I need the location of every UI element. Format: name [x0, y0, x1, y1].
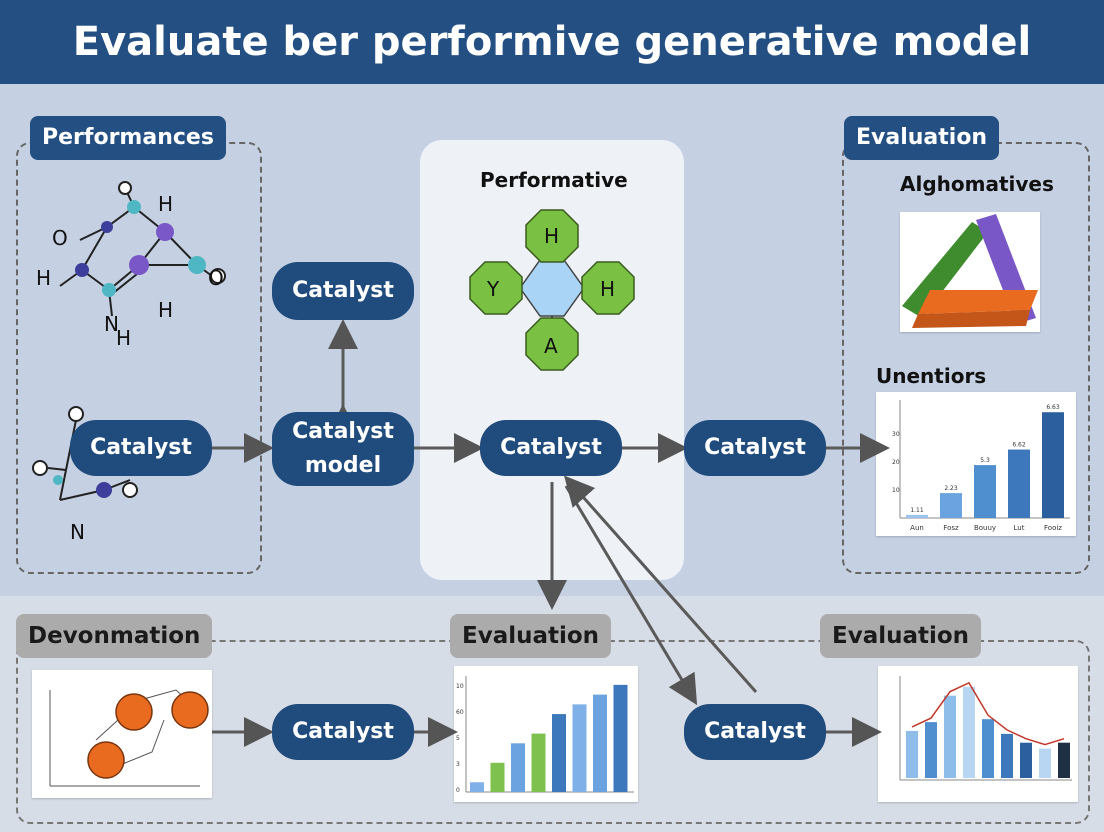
unentiors-bar-value: 5.3: [980, 457, 990, 464]
unentiors-bar-value: 2.23: [944, 485, 958, 492]
eval-bar: [572, 704, 587, 792]
eval-bar: [470, 782, 484, 792]
performances-label: Performances: [30, 116, 226, 160]
eval-trend-line: [911, 681, 1065, 746]
hub-node-label: H: [600, 277, 616, 301]
eval-bar: [613, 684, 628, 792]
hub-node-label: A: [544, 334, 558, 358]
unentiors-category-label: Aun: [910, 524, 924, 532]
catalyst-upper-node[interactable]: Catalyst: [272, 262, 414, 320]
page-title: Evaluate ber performive generative model: [0, 0, 1104, 84]
evaluation-label-mid: Evaluation: [450, 614, 612, 658]
unentiors-category-label: Lut: [1014, 524, 1025, 532]
eval-bar: [490, 762, 505, 792]
unentiors-bar: [940, 493, 962, 518]
triangle-logo: [902, 214, 1038, 328]
eval-line-bar: [1020, 742, 1032, 778]
unentiors-category-label: Bouuy: [974, 524, 996, 532]
unentiors-category-label: Fooiz: [1044, 524, 1062, 532]
performative-hub: [469, 209, 635, 371]
hub-node-label: H: [544, 224, 560, 248]
hub-node-label: Y: [487, 277, 500, 301]
eval-bars: 0 3 5 60 10: [456, 683, 628, 794]
eval-line-axes: [899, 676, 1072, 781]
orange-node-2: [171, 691, 209, 729]
molecule-top-atoms: [75, 181, 226, 297]
eval-bar: [531, 733, 546, 792]
eval-ytick: 3: [456, 761, 460, 768]
atom-label: H: [116, 326, 132, 350]
eval-bar: [552, 714, 566, 792]
eval-line-bars: [906, 681, 1070, 778]
unentiors-heading: Unentiors: [876, 364, 987, 388]
catalyst-bottom-right-node[interactable]: Catalyst: [684, 704, 826, 760]
evaluation-bar-chart-card: [454, 666, 638, 802]
unentiors-ytick: 10: [892, 487, 900, 494]
alghomatives-heading: Alghomatives: [900, 172, 1054, 196]
unentiors-bar: [1008, 449, 1030, 518]
eval-ytick: 5: [456, 735, 460, 742]
unentiors-ytick: 30: [892, 431, 900, 438]
eval-line-bar: [1039, 748, 1051, 778]
eval-ytick: 10: [456, 683, 464, 690]
devonmation-chart-card: [32, 670, 212, 798]
eval-line-bar: [1001, 733, 1013, 778]
atom-label: O: [208, 266, 224, 290]
eval-line-bar: [925, 722, 937, 778]
eval-line-bar: [1058, 742, 1070, 778]
catalyst-right-node[interactable]: Catalyst: [684, 420, 826, 476]
performative-heading: Performative: [480, 168, 628, 192]
node-top: [525, 209, 579, 263]
arrow-center-to-bottom-a: [564, 485, 698, 706]
atom-label: O: [52, 226, 68, 250]
eval-line-bar: [963, 686, 975, 778]
atom-label: N: [70, 520, 85, 544]
catalyst-bottom-mid-node[interactable]: Catalyst: [272, 704, 414, 760]
evaluation-label-bottom: Evaluation: [820, 614, 982, 658]
eval-line-bar: [906, 730, 918, 778]
arrow-bottom-to-center: [564, 475, 758, 693]
catalyst-model-node[interactable]: Catalyst model: [272, 412, 414, 486]
catalyst-left-node[interactable]: Catalyst: [70, 420, 212, 476]
orange-node-1: [115, 693, 153, 731]
node-right: [581, 261, 635, 315]
unentiors-bar-value: 6.63: [1046, 404, 1060, 411]
eval-ytick: 0: [456, 787, 460, 794]
atom-label: H: [158, 298, 174, 322]
unentiors-bar: [974, 465, 996, 518]
unentiors-bar-value: 1.11: [910, 507, 924, 514]
eval-line-bar: [944, 695, 956, 778]
atom-label: H: [158, 192, 174, 216]
atom-label: H: [36, 266, 52, 290]
evaluation-label-top: Evaluation: [844, 116, 1000, 160]
node-bottom: [525, 317, 579, 371]
hexagon-core: [519, 259, 585, 317]
orange-node-3: [87, 741, 125, 779]
unentiors-bar: [1042, 412, 1064, 518]
eval-bar: [511, 743, 525, 792]
unentiors-bar: [906, 514, 928, 518]
atom-label: N: [104, 312, 119, 336]
unentiors-bar-value: 6.62: [1012, 442, 1026, 449]
eval-bar: [593, 694, 607, 792]
eval-ytick: 60: [456, 709, 464, 716]
unentiors-category-label: Fosz: [943, 524, 959, 532]
devonmation-label: Devonmation: [16, 614, 213, 658]
unentiors-ytick: 20: [892, 459, 900, 466]
node-left: [469, 261, 523, 315]
eval-line-bar: [982, 719, 994, 778]
catalyst-center-node[interactable]: Catalyst: [480, 420, 622, 476]
